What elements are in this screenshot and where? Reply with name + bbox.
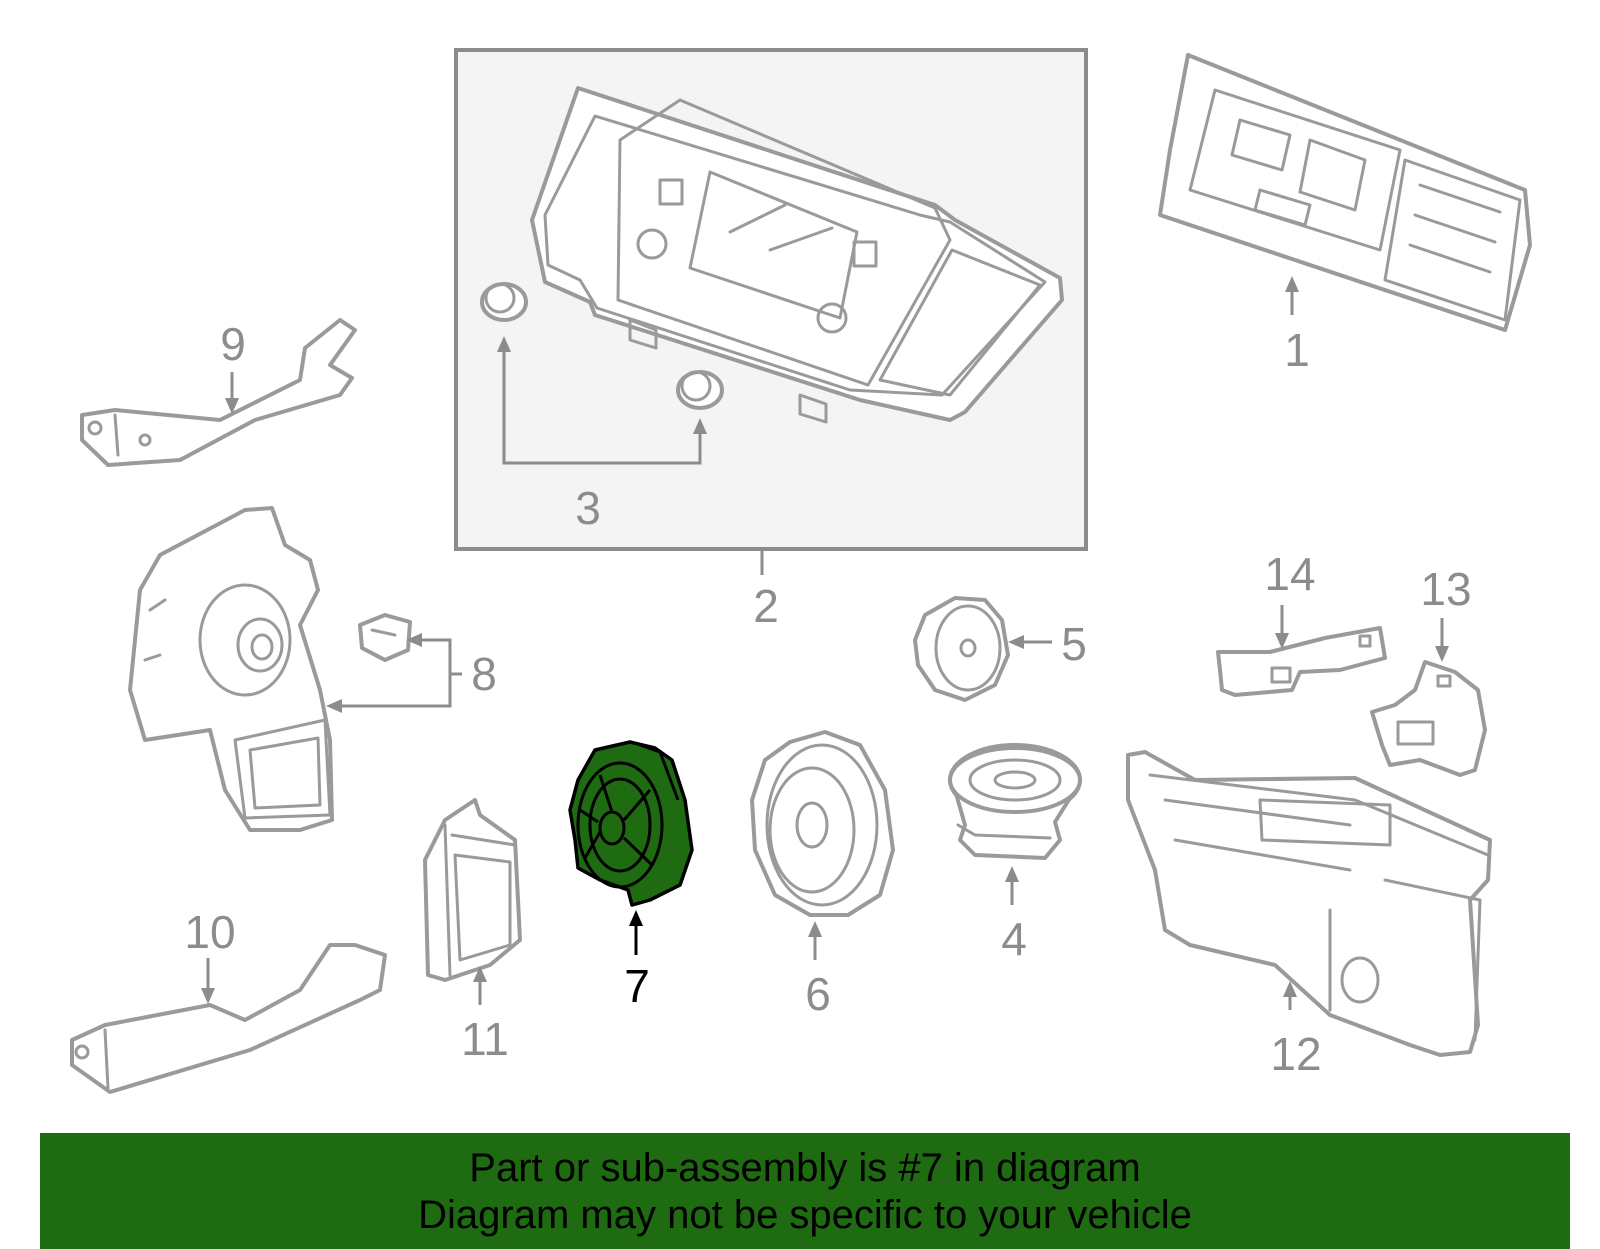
callout-6: 6 [805,968,831,1020]
info-banner: Part or sub-assembly is #7 in diagram Di… [40,1133,1570,1249]
part-8-speaker-enclosure[interactable] [128,506,334,832]
callout-11: 11 [461,1013,509,1065]
arrowhead-9 [225,398,239,414]
callout-13: 13 [1420,563,1471,615]
part-6-speaker[interactable] [750,730,895,917]
part-2-display-bezel[interactable] [530,86,1064,424]
arrowhead-4 [1005,866,1019,882]
part-13-bracket[interactable] [1370,660,1487,777]
part-12-head-unit[interactable] [1126,750,1492,1057]
callout-9: 9 [220,318,246,370]
arrowhead-12 [1283,981,1297,997]
part-4-speaker[interactable] [948,743,1082,860]
leader-3 [502,350,702,465]
callout-3: 3 [575,482,601,534]
callout-2: 2 [753,580,779,632]
arrowhead-7 [629,910,643,926]
arrowhead-13 [1435,646,1449,662]
callout-7: 7 [624,960,650,1012]
part-9-bracket[interactable] [80,318,357,467]
arrowhead-1 [1285,276,1299,292]
part-10-bracket[interactable] [70,943,387,1094]
arrowhead-6 [808,921,822,937]
arrowhead-3b [693,418,707,434]
arrowhead-5 [1008,635,1024,649]
arrowhead-8b [326,699,342,713]
callout-10: 10 [184,906,235,958]
part-14-bracket[interactable] [1216,626,1387,697]
callout-5: 5 [1061,618,1087,670]
part-8-connector[interactable] [358,613,412,662]
arrowhead-8a [406,633,422,647]
banner-line-2: Diagram may not be specific to your vehi… [418,1193,1192,1237]
arrowhead-11 [473,966,487,982]
callout-1: 1 [1284,324,1310,376]
part-3-knob-left[interactable] [480,282,528,322]
arrowhead-3a [497,336,511,352]
arrowhead-10 [201,988,215,1004]
arrowhead-14 [1275,633,1289,649]
part-1-radio-chassis[interactable] [1158,53,1532,332]
callout-4: 4 [1001,913,1027,965]
part-5-tweeter[interactable] [913,596,1010,702]
part-11-module[interactable] [423,798,522,982]
part-7-speaker-highlighted[interactable] [568,740,694,907]
part-3-knob-right[interactable] [676,370,724,410]
callout-14: 14 [1264,548,1315,600]
callout-8: 8 [471,648,497,700]
banner-line-1: Part or sub-assembly is #7 in diagram [469,1146,1141,1190]
callout-12: 12 [1270,1028,1321,1080]
